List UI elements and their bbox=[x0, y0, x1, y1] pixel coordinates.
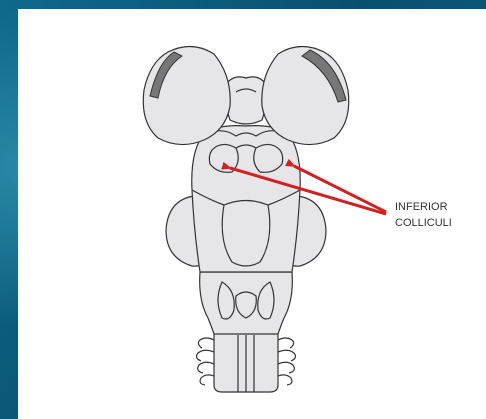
nerve-rootlets-left bbox=[197, 338, 214, 385]
nerve-rootlets-right bbox=[278, 338, 295, 385]
callout-label-line2: COLLICULI bbox=[395, 215, 452, 231]
callout-label: INFERIOR COLLICULI bbox=[395, 199, 452, 231]
pineal-region bbox=[226, 77, 267, 124]
inferior-colliculus-right bbox=[254, 144, 283, 172]
callout-label-line1: INFERIOR bbox=[395, 199, 452, 215]
